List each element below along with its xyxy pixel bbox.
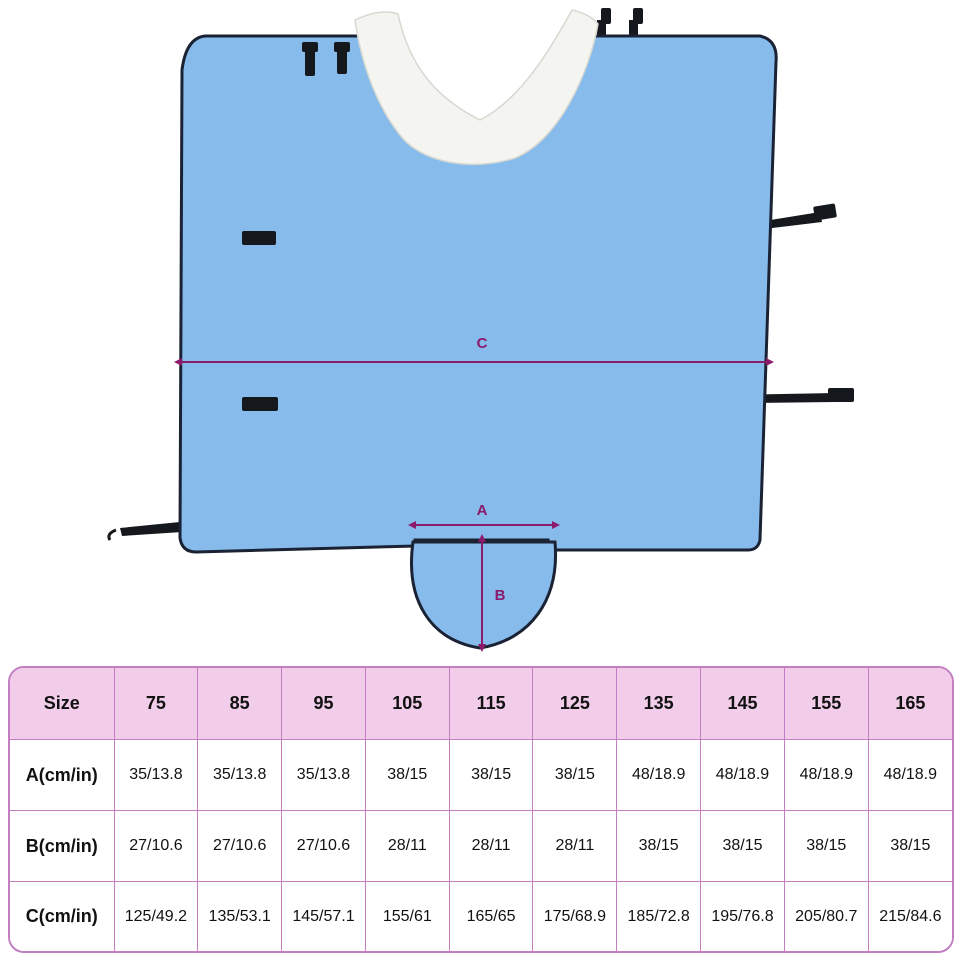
dimension-a-label: A [477, 502, 488, 519]
header-cell-155: 155 [783, 668, 869, 740]
neck-buckle-right-b [633, 8, 643, 24]
header-cell-85: 85 [197, 668, 283, 740]
table-cell: 38/15 [783, 810, 869, 883]
header-cell-115: 115 [448, 668, 534, 740]
header-cell-75: 75 [113, 668, 199, 740]
table-cell: 145/57.1 [281, 881, 366, 951]
table-cell: 38/15 [616, 810, 702, 883]
table-cell: 38/15 [448, 738, 534, 812]
table-cell: 38/15 [532, 738, 618, 812]
neck-buckles-left [302, 42, 350, 76]
left-lower-buckle [242, 397, 278, 411]
table-cell: 215/84.6 [867, 881, 952, 951]
header-cell-135: 135 [616, 668, 702, 740]
dimension-c-label: C [477, 335, 488, 352]
table-cell: 48/18.9 [867, 738, 952, 812]
dimension-b-label: B [495, 587, 506, 604]
table-cell: 28/11 [364, 810, 450, 883]
row-label-c: C(cm/in) [10, 881, 115, 951]
table-cell: 38/15 [700, 810, 785, 883]
header-cell-165: 165 [867, 668, 952, 740]
header-cell-125: 125 [532, 668, 618, 740]
table-cell: 125/49.2 [113, 881, 199, 951]
table-cell: 28/11 [448, 810, 534, 883]
table-cell: 135/53.1 [197, 881, 283, 951]
table-cell: 35/13.8 [113, 738, 199, 812]
table-cell: 205/80.7 [783, 881, 869, 951]
right-lower-buckle [828, 388, 854, 402]
row-label-a: A(cm/in) [10, 738, 115, 812]
left-bottom-strap [120, 522, 182, 536]
table-cell: 185/72.8 [616, 881, 702, 951]
header-cell-size: Size [10, 668, 115, 740]
neck-buckle-right-a [601, 8, 611, 24]
header-cell-145: 145 [700, 668, 785, 740]
left-buckles [242, 231, 278, 411]
table-cell: 155/61 [364, 881, 450, 951]
left-bottom-hook [107, 528, 117, 541]
table-cell: 27/10.6 [197, 810, 283, 883]
table-cell: 35/13.8 [197, 738, 283, 812]
size-header-row: Size 75 85 95 105 115 125 135 145 155 16… [10, 668, 952, 740]
size-chart: Size 75 85 95 105 115 125 135 145 155 16… [8, 666, 954, 953]
table-cell: 38/15 [867, 810, 952, 883]
header-cell-95: 95 [281, 668, 366, 740]
right-upper-buckle [813, 203, 837, 221]
table-row-c: C(cm/in) 125/49.2 135/53.1 145/57.1 155/… [10, 881, 952, 951]
table-cell: 48/18.9 [700, 738, 785, 812]
table-cell: 28/11 [532, 810, 618, 883]
size-table: Size 75 85 95 105 115 125 135 145 155 16… [10, 668, 952, 951]
table-cell: 35/13.8 [281, 738, 366, 812]
left-upper-buckle [242, 231, 276, 245]
row-label-b: B(cm/in) [10, 810, 115, 883]
table-cell: 165/65 [448, 881, 534, 951]
table-cell: 195/76.8 [700, 881, 785, 951]
table-cell: 27/10.6 [281, 810, 366, 883]
table-cell: 48/18.9 [616, 738, 702, 812]
table-cell: 27/10.6 [113, 810, 199, 883]
blanket-body [178, 34, 778, 554]
table-row-a: A(cm/in) 35/13.8 35/13.8 35/13.8 38/15 3… [10, 738, 952, 812]
header-cell-105: 105 [364, 668, 450, 740]
fleece-collar [354, 9, 599, 166]
table-cell: 38/15 [364, 738, 450, 812]
table-row-b: B(cm/in) 27/10.6 27/10.6 27/10.6 28/11 2… [10, 810, 952, 883]
tail-flap [410, 540, 558, 650]
table-cell: 175/68.9 [532, 881, 618, 951]
table-cell: 48/18.9 [783, 738, 869, 812]
horse-blanket-illustration: C A B [107, 8, 854, 652]
